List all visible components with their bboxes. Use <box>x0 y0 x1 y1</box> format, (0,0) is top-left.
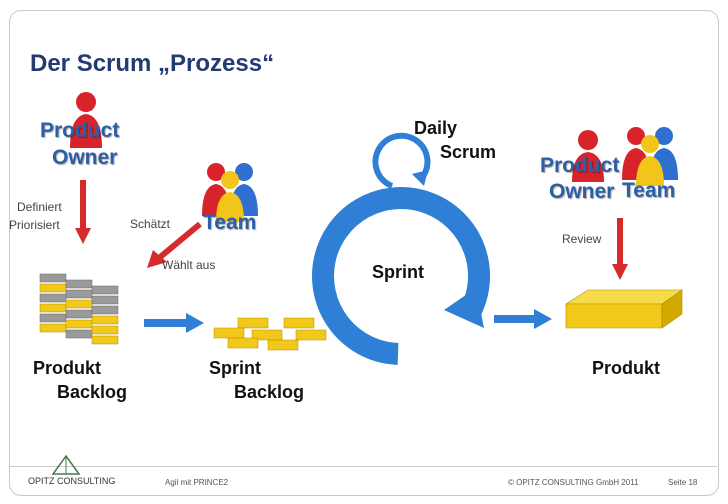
footer-copyright: © OPITZ CONSULTING GmbH 2011 <box>508 478 639 487</box>
opitz-logo-icon <box>51 454 81 475</box>
team-figures-icon <box>202 163 258 222</box>
slide-title: Der Scrum „Prozess“ <box>30 50 275 77</box>
label-definiert: Definiert <box>17 200 62 214</box>
daily-scrum-cycle-icon <box>372 132 431 189</box>
diagonal-arrow-icon <box>147 221 202 268</box>
produkt-label: Produkt <box>592 358 661 378</box>
team-label-right: Team <box>622 179 676 202</box>
footer-page-number: Seite 18 <box>668 478 698 487</box>
label-review: Review <box>562 232 602 246</box>
product-owner-label-line1: Product <box>40 119 120 142</box>
label-priorisiert: Priorisiert <box>9 218 60 232</box>
down-arrow-icon <box>75 180 91 244</box>
slide-frame <box>9 10 719 496</box>
team-label-center: Team <box>203 211 257 234</box>
product-owner-figure-icon <box>70 92 102 148</box>
daily-scrum-line2: Scrum <box>440 142 497 162</box>
produkt-backlog-line1: Produkt <box>33 358 102 378</box>
sprint-backlog-line2: Backlog <box>234 382 305 402</box>
daily-scrum-line1: Daily <box>414 118 458 138</box>
product-backlog-stacks-icon <box>39 273 119 345</box>
right-arrow-icon <box>494 309 552 329</box>
right-arrow-icon <box>144 313 204 333</box>
footer-divider <box>9 466 717 467</box>
down-arrow-icon <box>612 218 628 280</box>
team-figures-icon <box>622 127 678 186</box>
product-owner-right-line2: Owner <box>549 180 615 203</box>
product-owner-label-line2: Owner <box>52 146 118 169</box>
sprint-backlog-bricks-icon <box>213 317 327 351</box>
product-owner-right-line1: Product <box>540 154 620 177</box>
produkt-backlog-line2: Backlog <box>57 382 128 402</box>
label-schaetzt: Schätzt <box>130 217 171 231</box>
sprint-label: Sprint <box>372 262 424 282</box>
footer-course: Agil mit PRINCE2 <box>165 478 229 487</box>
product-owner-figure-icon <box>572 130 604 182</box>
sprint-backlog-line1: Sprint <box>209 358 261 378</box>
label-waehlt-aus: Wählt aus <box>162 258 216 272</box>
sprint-cycle-icon <box>312 187 490 365</box>
product-block-icon <box>564 289 683 329</box>
footer-logo-text: OPITZ CONSULTING <box>28 476 116 486</box>
